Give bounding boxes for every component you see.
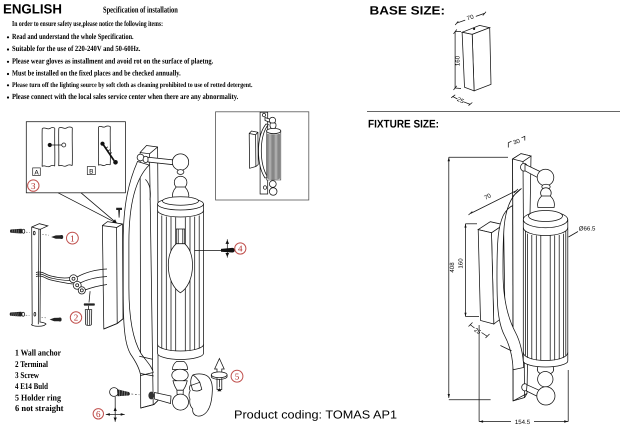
svg-text:Please turn off the lighting s: Please turn off the lighting source by s… — [12, 81, 253, 89]
svg-text:ENGLISH: ENGLISH — [3, 2, 62, 17]
svg-text:6: 6 — [96, 409, 101, 419]
svg-text:Must be installed on the fixed: Must be installed on the fixed places an… — [12, 69, 181, 78]
svg-text:B: B — [89, 168, 93, 175]
svg-text:BASE SIZE:: BASE SIZE: — [370, 3, 446, 17]
svg-text:FIXTURE SIZE:: FIXTURE SIZE: — [368, 119, 439, 131]
svg-text:A: A — [34, 169, 39, 176]
svg-text:Product coding: TOMAS AP1: Product coding: TOMAS AP1 — [234, 409, 397, 422]
svg-text:1 Wall anchor: 1 Wall anchor — [15, 348, 61, 358]
svg-text:5 Holder ring: 5 Holder ring — [15, 393, 62, 403]
svg-text:4 E14 Buld: 4 E14 Buld — [15, 381, 48, 391]
svg-text:Please connect with the local: Please connect with the local sales serv… — [12, 92, 238, 101]
svg-text:Read and understand the whole: Read and understand the whole Specificat… — [12, 32, 134, 41]
svg-text:Specification of installation: Specification of installation — [103, 5, 178, 15]
svg-text:Please wear gloves as installm: Please wear gloves as installment and av… — [12, 56, 213, 65]
svg-text:408: 408 — [449, 262, 456, 273]
svg-text:154.5: 154.5 — [515, 419, 531, 426]
svg-text:2 Terminal: 2 Terminal — [15, 359, 48, 369]
svg-text:In order to ensure safety use,: In order to ensure safety use,please not… — [12, 19, 163, 28]
svg-text:Ø66.5: Ø66.5 — [579, 225, 596, 232]
svg-text:4: 4 — [238, 244, 243, 254]
svg-text:5: 5 — [235, 371, 240, 381]
svg-text:Suitable for the use of 220-24: Suitable for the use of 220-240V and 50-… — [12, 44, 140, 53]
svg-text:160: 160 — [454, 55, 461, 66]
svg-text:70: 70 — [466, 13, 475, 22]
svg-text:70: 70 — [483, 192, 493, 202]
svg-text:30: 30 — [512, 138, 521, 147]
svg-text:25: 25 — [472, 327, 482, 337]
svg-text:2: 2 — [74, 313, 79, 323]
svg-text:160: 160 — [458, 258, 465, 269]
svg-text:25: 25 — [456, 96, 466, 105]
svg-text:1: 1 — [70, 233, 75, 243]
svg-text:3: 3 — [31, 181, 36, 191]
svg-text:3 Screw: 3 Screw — [15, 370, 40, 380]
svg-text:6 not straight: 6 not straight — [15, 403, 64, 413]
